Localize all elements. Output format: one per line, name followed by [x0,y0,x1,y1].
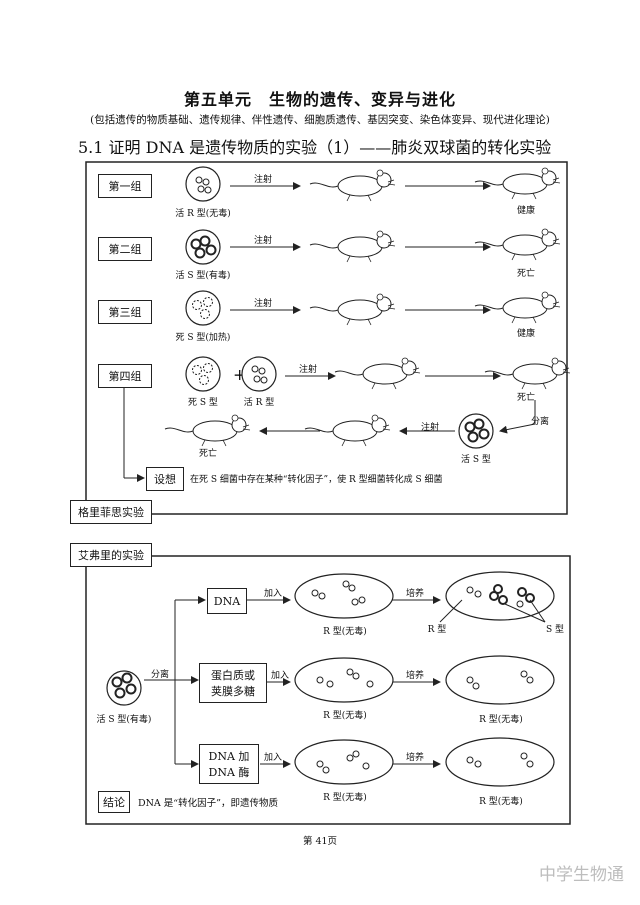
inject-label-2: 注射 [253,236,272,246]
add-label-3: 加入 [263,753,282,763]
inject-label-5: 注射 [420,423,439,433]
watermark: 中学生物通 [539,865,624,885]
conclusion-label: 结论 [98,791,130,813]
inject-label-4: 注射 [298,365,317,375]
avery-source-dish [106,670,142,706]
dish-label-2: R 型(无毒) [323,711,367,721]
avery-source-label: 活 S 型(有毒) [96,715,152,725]
dish-label-5: R 型(无毒) [479,797,523,807]
group2-dish [185,229,221,265]
outcome-1: 健康 [516,206,535,216]
result-r-label: R 型 [427,625,447,635]
group-2-label: 第二组 [98,237,152,261]
unit-title: 第五单元 生物的遗传、变异与进化 [183,90,456,109]
culture-label-1: 培养 [405,589,424,599]
group4-result-dish [458,413,494,449]
add-label-2: 加入 [270,671,289,681]
hypothesis-label: 设想 [146,467,184,491]
result-s-label: S 型 [545,625,565,635]
group-1-label: 第一组 [98,174,152,198]
bacteria-label-5: 活 R 型 [243,398,275,408]
group1-dish [185,166,221,202]
group3-dish [185,290,221,326]
bacteria-label-6: 活 S 型 [461,455,491,465]
treatment-protein: 蛋白质或荚膜多糖 [199,663,267,703]
outcome-5: 死亡 [198,449,217,459]
treatment-dna: DNA [207,588,247,614]
inject-label-1: 注射 [253,175,272,185]
bacteria-label-2: 活 S 型(有毒) [175,271,231,281]
conclusion-text: DNA 是“转化因子”，即遗传物质 [138,798,279,809]
culture-label-3: 培养 [405,753,424,763]
griffith-frame-label: 格里菲思实验 [70,500,152,524]
hypothesis-text: 在死 S 细菌中存在某种“转化因子”，使 R 型细菌转化成 S 细菌 [190,475,443,485]
unit-subtitle: (包括遗传的物质基础、遗传规律、伴性遗传、细胞质遗传、基因突变、染色体变异、现代… [90,114,550,126]
separate-label: 分离 [530,417,549,427]
dish-label-3: R 型(无毒) [323,793,367,803]
group-3-label: 第三组 [98,300,152,324]
avery-frame-label: 艾弗里的实验 [70,543,152,567]
outcome-3: 健康 [516,329,535,339]
group4-dish-a [185,356,221,392]
outcome-4: 死亡 [516,393,535,403]
outcome-2: 死亡 [516,269,535,279]
add-label-1: 加入 [263,589,282,599]
section-heading: 5.1 证明 DNA 是遗传物质的实验（1）——肺炎双球菌的转化实验 [78,138,552,157]
group4-dish-b [241,356,277,392]
bacteria-label-4: 死 S 型 [188,398,218,408]
group-4-label: 第四组 [98,364,152,388]
avery-separate-label: 分离 [150,670,169,680]
dish-label-1: R 型(无毒) [323,627,367,637]
dish-label-4: R 型(无毒) [479,715,523,725]
culture-label-2: 培养 [405,671,424,681]
inject-label-3: 注射 [253,299,272,309]
page-number: 第 41页 [302,836,338,847]
bacteria-label-1: 活 R 型(无毒) [175,209,231,219]
bacteria-label-3: 死 S 型(加热) [175,333,231,343]
